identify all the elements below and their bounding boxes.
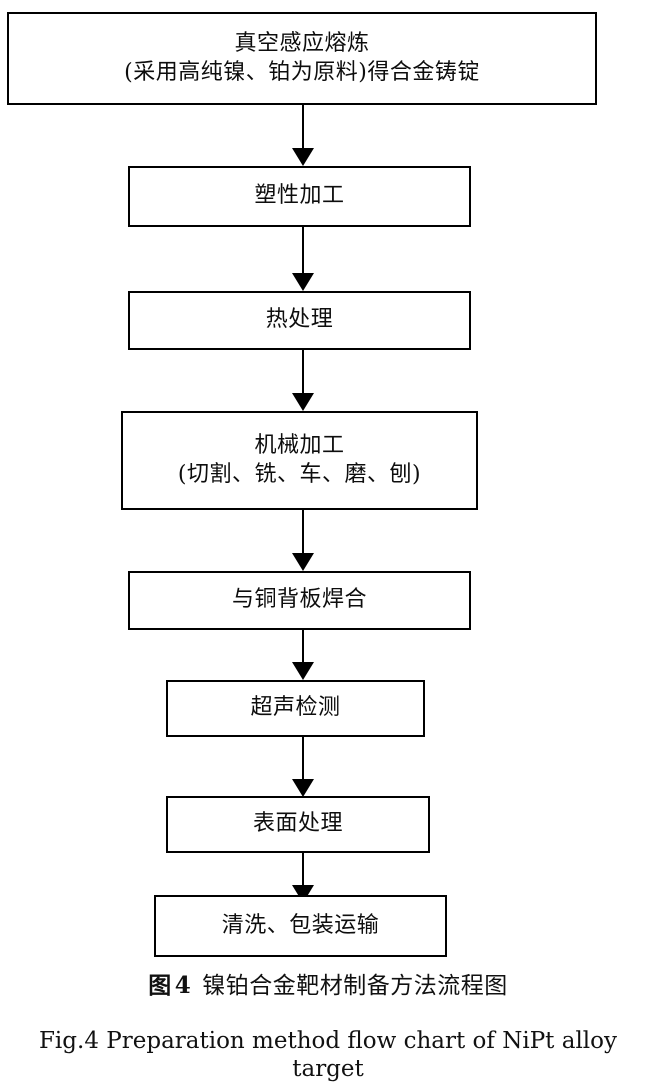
arrow-head-icon [292,273,314,291]
flow-node-heat-treatment: 热处理 [128,291,471,350]
flow-node-line: 清洗、包装运输 [221,912,380,938]
flow-node-line: 塑性加工 [254,183,345,209]
arrow-shaft [302,227,304,273]
flow-node-line: 机械加工 [254,432,345,458]
flow-node-cleaning-packaging-transport: 清洗、包装运输 [154,895,447,957]
figure-title-chinese: 镍铂合金靶材制备方法流程图 [202,973,508,999]
flow-arrow-machining-to-bonding [292,510,314,571]
arrow-shaft [302,630,304,664]
flow-node-surface-treatment: 表面处理 [166,796,430,853]
figure-caption-english: Fig.4 Preparation method flow chart of N… [38,1028,618,1082]
arrow-head-icon [292,393,314,411]
arrow-head-icon [292,779,314,797]
flow-node-line: (采用高纯镍、铂为原料)得合金铸锭 [124,59,480,85]
flow-arrow-plastic-to-heat [292,227,314,291]
arrow-head-icon [292,553,314,571]
flow-node-line: 热处理 [265,307,334,333]
arrow-shaft [302,510,304,553]
flow-node-bonding-to-copper-backing-plate: 与铜背板焊合 [128,571,471,630]
arrow-shaft [302,350,304,393]
flow-node-ultrasonic-testing: 超声检测 [166,680,425,737]
flow-node-line: 表面处理 [252,811,343,837]
flow-arrow-heat-to-machining [292,350,314,411]
flow-node-line: 真空感应熔炼 [234,30,370,56]
flow-node-line: 超声检测 [250,695,341,721]
flow-node-line: (切割、铣、车、磨、刨) [177,461,422,487]
arrow-shaft [302,737,304,779]
flow-node-line: 与铜背板焊合 [231,587,367,613]
flow-arrow-bonding-to-ultrasonic [292,630,314,680]
flow-node-machining: 机械加工 (切割、铣、车、磨、刨) [121,411,478,510]
arrow-head-icon [292,662,314,680]
flow-node-plastic-working: 塑性加工 [128,166,471,227]
arrow-shaft [302,105,304,148]
arrow-head-icon [292,148,314,166]
arrow-shaft [302,853,304,885]
flow-arrow-ultrasonic-to-surface [292,737,314,797]
figure-label: 图 [148,972,172,999]
flow-arrow-melting-to-plastic [292,105,314,166]
flow-node-vacuum-induction-melting: 真空感应熔炼 (采用高纯镍、铂为原料)得合金铸锭 [7,12,597,105]
figure-number: 4 [174,972,192,999]
